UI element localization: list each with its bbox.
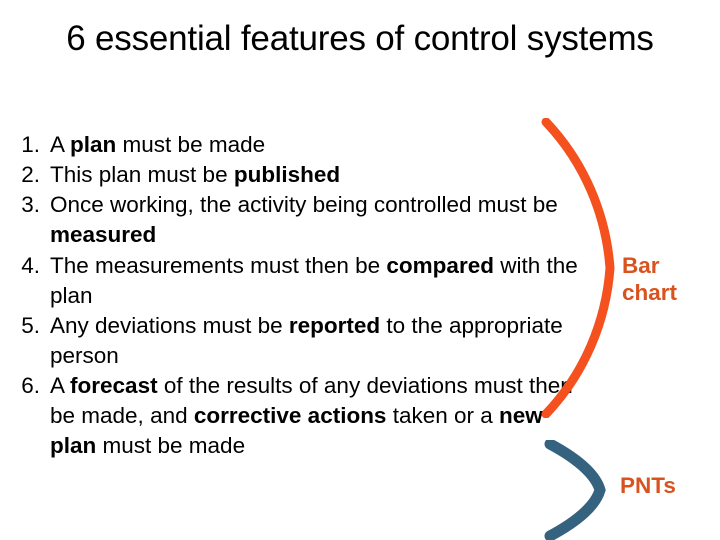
list-item-number: 4. (21, 252, 40, 278)
list-item: 4. The measurements must then be compared… (8, 251, 588, 311)
list-item-text: A forecast of the results of any deviati… (50, 373, 573, 459)
list-item: 5. Any deviations must be reported to the… (8, 311, 588, 371)
list-item-text: This plan must be published (50, 162, 341, 188)
list-item-number: 3. (21, 192, 40, 218)
bottom-brace-icon (544, 440, 606, 540)
annotation-bar-chart: Bar chart (622, 253, 678, 305)
list-item: 3. Once working, the activity being contr… (8, 190, 588, 250)
annotation-pnts: PNTs (620, 473, 676, 498)
list-item-number: 6. (21, 373, 40, 399)
list-item-text: Once working, the activity being control… (50, 192, 558, 248)
list-item: 6. A forecast of the results of any devia… (8, 371, 588, 461)
list-item-text: Any deviations must be reported to the a… (50, 312, 563, 368)
numbered-list: 1. A plan must be made 2. This plan must be… (8, 130, 588, 462)
list-item-text: A plan must be made (50, 132, 266, 157)
list-item-number: 5. (21, 312, 40, 338)
list-item: 1. A plan must be made (8, 130, 588, 160)
list-item: 2. This plan must be published (8, 160, 588, 190)
page-title: 6 essential features of control systems (66, 19, 654, 58)
list-item-number: 2. (21, 162, 40, 188)
list-item-number: 1. (21, 132, 40, 157)
list-item-text: The measurements must then be compared w… (50, 252, 578, 308)
top-brace-icon (541, 118, 615, 418)
